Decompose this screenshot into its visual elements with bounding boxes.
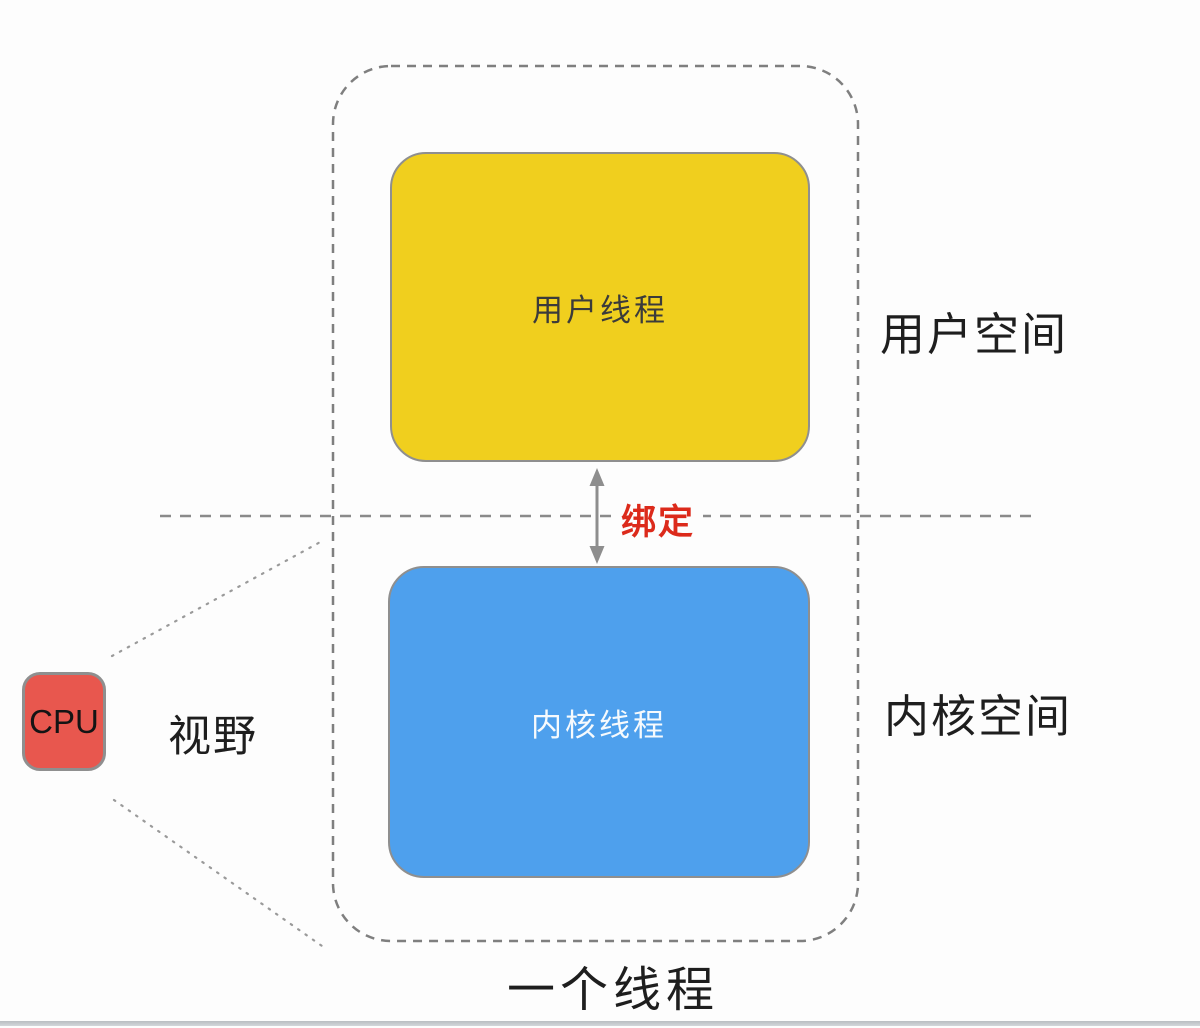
cpu-label: CPU [29,702,99,740]
view-label: 视野 [168,713,258,761]
bottom-edge-bar [0,1021,1200,1026]
kernel-space-label: 内核空间 [884,691,1073,742]
thread-container-outline [331,64,860,943]
view-cone-lower-line [112,798,324,948]
kernel-thread-label: 内核线程 [531,707,667,743]
diagram-caption: 一个线程 [506,964,719,1017]
bind-arrow [589,468,605,564]
view-cone-upper-line [110,538,326,658]
kernel-thread-box: 内核线程 [388,566,810,878]
user-space-label: 用户空间 [880,309,1069,360]
cpu-box: CPU [22,672,106,771]
user-thread-label: 用户线程 [532,292,668,328]
user-thread-box: 用户线程 [390,152,810,462]
bind-annotation: 绑定 [613,494,704,545]
